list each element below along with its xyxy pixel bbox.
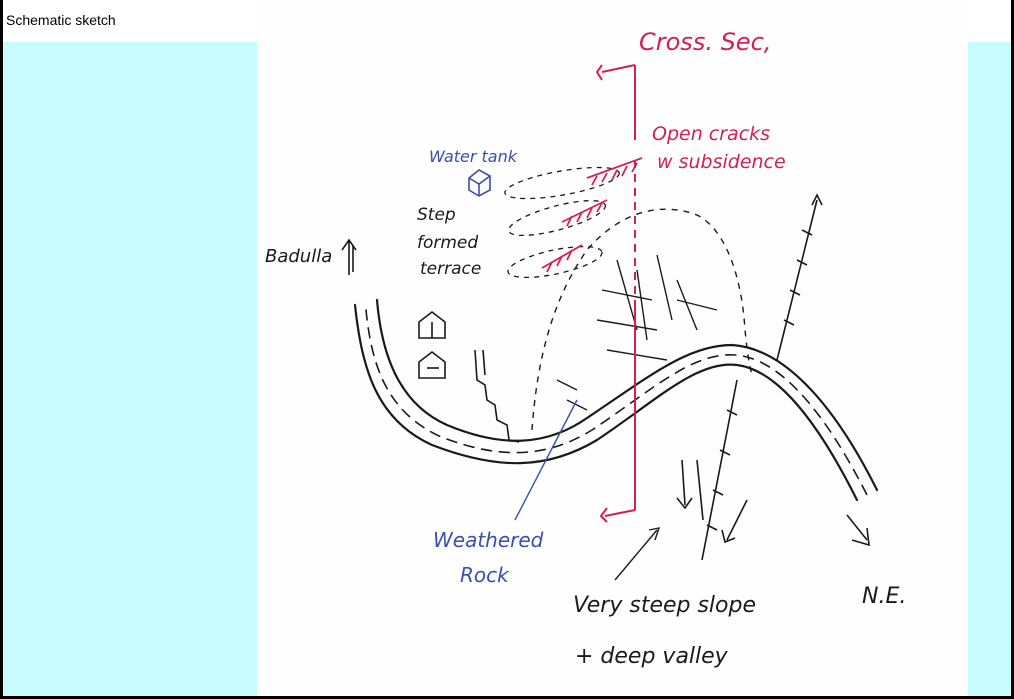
label-water-tank: Water tank: [429, 147, 518, 166]
label-open-cracks-2: w subsidence: [657, 151, 786, 173]
label-weathered-2: Rock: [460, 563, 510, 587]
sketch-svg: Cross. Sec, Water tank Open cracks w sub…: [257, 0, 968, 696]
right-panel: [968, 42, 1011, 696]
water-tank-icon: [469, 170, 490, 196]
label-weathered-1: Weathered: [433, 528, 544, 552]
label-step-2: formed: [417, 233, 478, 253]
rock-hatching: [557, 255, 717, 410]
badulla-arrow: [342, 240, 356, 275]
label-open-cracks-1: Open cracks: [652, 123, 770, 145]
houses: [419, 312, 445, 378]
figure-title: Schematic sketch: [6, 12, 116, 28]
weathered-rock-outline: [532, 209, 752, 430]
road: [355, 300, 877, 500]
open-cracks: [542, 158, 642, 272]
label-slope-2: + deep valley: [575, 644, 729, 669]
stepped-terrace: [475, 350, 519, 442]
label-badulla: Badulla: [265, 246, 332, 267]
label-cross-section: Cross. Sec,: [639, 28, 771, 56]
label-slope-1: Very steep slope: [573, 593, 756, 618]
downslope-arrows: [677, 460, 747, 542]
slope-pointer: [615, 528, 659, 580]
left-panel: [3, 42, 257, 696]
label-step-3: terrace: [420, 259, 481, 279]
sketch-canvas: Cross. Sec, Water tank Open cracks w sub…: [257, 0, 968, 696]
ne-arrow: [847, 515, 869, 545]
stream-lines: [702, 195, 822, 560]
label-ne: N.E.: [862, 584, 906, 609]
weathered-pointer: [515, 400, 577, 520]
label-step-1: Step: [417, 205, 456, 225]
